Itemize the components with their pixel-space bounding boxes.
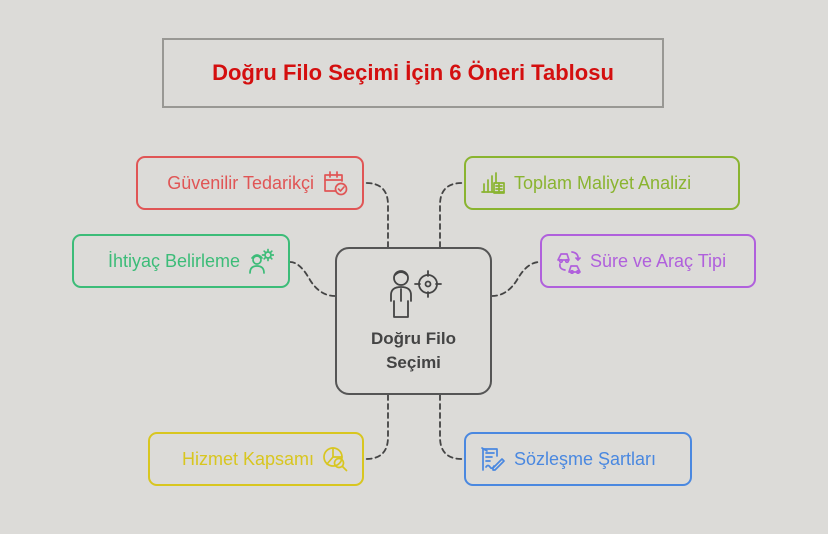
connector-hizmet	[363, 394, 389, 460]
diagram-title: Doğru Filo Seçimi İçin 6 Öneri Tablosu	[212, 60, 614, 85]
node-label: İhtiyaç Belirleme	[107, 250, 240, 271]
pie-magnifier-icon	[322, 446, 348, 472]
connector-sozlesme	[439, 394, 465, 460]
center-label-line1: Doğru Filo	[371, 329, 456, 348]
node-label: Hizmet Kapsamı	[181, 448, 314, 469]
car-route-icon	[556, 248, 582, 274]
node-guvenilir-tedarikci: Güvenilir Tedarikçi	[136, 156, 364, 210]
connector-ihtiyac	[289, 261, 336, 297]
node-toplam-maliyet-analizi: Toplam Maliyet Analizi	[464, 156, 740, 210]
center-label-line2: Seçimi	[386, 353, 441, 372]
person-target-icon	[390, 270, 442, 318]
center-label: Doğru Filo Seçimi	[337, 327, 490, 375]
title-box: Doğru Filo Seçimi İçin 6 Öneri Tablosu	[162, 38, 664, 108]
node-hizmet-kapsami: Hizmet Kapsamı	[148, 432, 364, 486]
connector-sure	[491, 261, 541, 297]
node-ihtiyac-belirleme: İhtiyaç Belirleme	[72, 234, 290, 288]
node-label: Toplam Maliyet Analizi	[514, 172, 692, 193]
bar-chart-calculator-icon	[480, 170, 506, 196]
node-label: Güvenilir Tedarikçi	[167, 172, 314, 193]
node-sure-ve-arac-tipi: Süre ve Araç Tipi	[540, 234, 756, 288]
node-label: Süre ve Araç Tipi	[590, 250, 727, 271]
connector-guvenilir	[363, 182, 389, 248]
center-node: Doğru Filo Seçimi	[335, 247, 492, 395]
connector-toplam	[439, 182, 465, 248]
contract-pen-icon	[480, 446, 506, 472]
calendar-check-icon	[322, 170, 348, 196]
node-label: Sözleşme Şartları	[514, 448, 657, 469]
node-sozlesme-sartlari: Sözleşme Şartları	[464, 432, 692, 486]
worker-gear-icon	[248, 248, 274, 274]
